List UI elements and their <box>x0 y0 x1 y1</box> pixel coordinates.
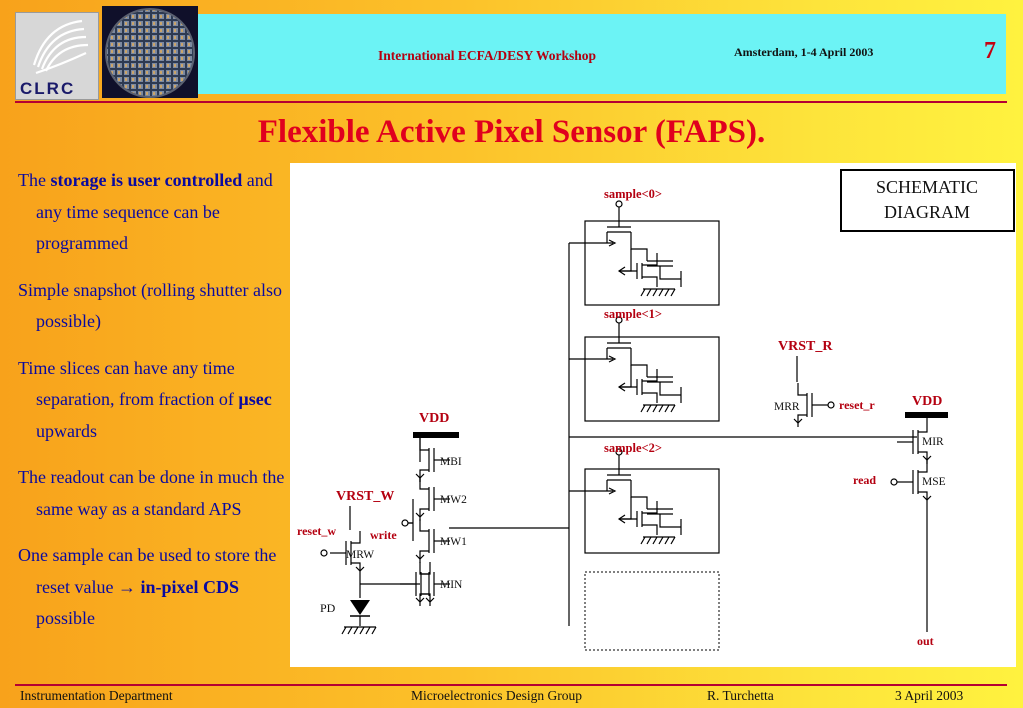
bullet-snapshot: Simple snapshot (rolling shutter also po… <box>18 279 282 332</box>
label-mw2: MW2 <box>440 494 467 506</box>
header-bar <box>198 14 1006 94</box>
label-vdd-right: VDD <box>912 394 942 409</box>
footer-author: R. Turchetta <box>707 688 774 703</box>
schematic-diagram: sample<0> sample<1> sample<2> VDD MBI MW… <box>297 169 1015 651</box>
label-vrst-r: VRST_R <box>778 339 833 354</box>
label-mbi: MBI <box>440 456 462 468</box>
footer-group: Microelectronics Design Group <box>411 688 582 703</box>
box-label-line2: DIAGRAM <box>884 202 970 222</box>
footer-department: Instrumentation Department <box>20 688 173 703</box>
bullet-time-slices: Time slices can have any time separation… <box>18 357 272 441</box>
label-reset-w: reset_w <box>297 524 336 538</box>
wafer-image <box>102 6 198 98</box>
sample-cell-2 <box>569 449 719 553</box>
bullet-storage: The storage is user controlled and any t… <box>18 170 273 253</box>
vdd-rail-left <box>413 432 459 438</box>
workshop-title: International ECFA/DESY Workshop <box>378 48 597 63</box>
bullet-cds: One sample can be used to store the rese… <box>18 545 277 628</box>
sample-cell-0 <box>569 201 719 305</box>
label-min: MIN <box>440 579 463 591</box>
label-read: read <box>853 473 876 487</box>
page-number: 7 <box>984 38 996 64</box>
label-pd: PD <box>320 601 336 615</box>
label-mw1: MW1 <box>440 536 467 548</box>
label-out: out <box>917 634 934 648</box>
bottom-rule <box>15 684 1007 686</box>
clrc-swirl-icon <box>20 19 94 95</box>
sample-cell-1 <box>569 317 719 421</box>
label-mrw: MRW <box>346 549 374 561</box>
label-vrst-w: VRST_W <box>336 489 394 504</box>
label-write: write <box>370 528 397 542</box>
clrc-logo: CLRC <box>15 12 99 100</box>
vdd-rail-right <box>905 412 948 418</box>
bullet-list: The storage is user controlled and any t… <box>18 165 286 650</box>
footer-date: 3 April 2003 <box>895 688 964 703</box>
slide-title: Flexible Active Pixel Sensor (FAPS). <box>257 114 766 150</box>
schematic-label-box <box>840 169 1015 232</box>
label-vdd-left: VDD <box>419 411 449 426</box>
label-sample-2: sample<2> <box>604 441 662 455</box>
schematic-panel: sample<0> sample<1> sample<2> VDD MBI MW… <box>290 163 1016 667</box>
empty-cell <box>584 571 720 651</box>
label-sample-0: sample<0> <box>604 187 662 201</box>
top-rule <box>15 101 1007 103</box>
logo-text: CLRC <box>20 79 76 98</box>
box-label-line1: SCHEMATIC <box>876 177 978 197</box>
bullet-readout: The readout can be done in much the same… <box>18 467 285 519</box>
label-mir: MIR <box>922 436 944 448</box>
label-mrr: MRR <box>774 401 800 413</box>
label-sample-1: sample<1> <box>604 307 662 321</box>
label-reset-r: reset_r <box>839 398 875 412</box>
place-date: Amsterdam, 1-4 April 2003 <box>734 45 874 59</box>
label-mse: MSE <box>922 476 946 488</box>
